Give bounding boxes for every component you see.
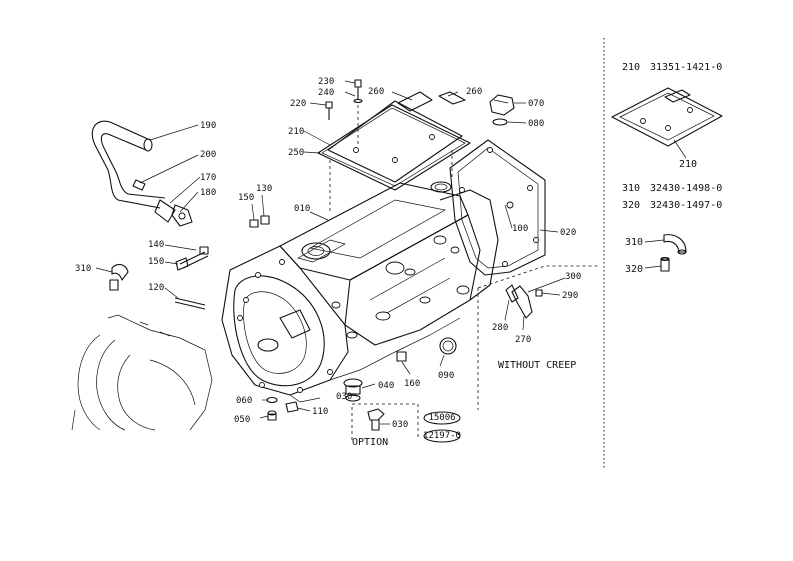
- callout-240: 240: [318, 88, 334, 98]
- callout-170: 170: [200, 173, 216, 183]
- callout-160: 160: [404, 379, 420, 389]
- filter-040: [343, 378, 363, 402]
- without-creep-region: [477, 265, 598, 410]
- pipe-fittings: [132, 179, 193, 227]
- callout-180: 180: [200, 188, 216, 198]
- plug-090: [439, 337, 457, 355]
- callout-080: 080: [528, 119, 544, 129]
- callout-100: 100: [512, 224, 528, 234]
- callout-150-b: 150: [148, 257, 164, 267]
- bolts-140-150: [175, 246, 209, 271]
- side-ref-310: 310: [622, 183, 640, 194]
- callout-020: 020: [560, 228, 576, 238]
- stud-120: [174, 297, 206, 310]
- callout-120: 120: [148, 283, 164, 293]
- elbow-310: [109, 263, 129, 291]
- callout-030-b: 030: [392, 420, 408, 430]
- filler-cap: [489, 94, 515, 126]
- callout-130: 130: [256, 184, 272, 194]
- side-code-210: 31351-1421-0: [650, 62, 722, 73]
- callout-070: 070: [528, 99, 544, 109]
- side-ref-310-sub: 310: [625, 237, 643, 248]
- stamp-bottom: 12197-0: [423, 431, 461, 441]
- part-stamp: 15006 12197-0: [423, 411, 461, 443]
- callout-090: 090: [438, 371, 454, 381]
- side-code-310: 32430-1498-0: [650, 183, 722, 194]
- callout-030-a: 030: [336, 392, 352, 402]
- side-ref-210: 210: [622, 62, 640, 73]
- callout-250: 250: [288, 148, 304, 158]
- callout-labels: 230 240 220 260 260 070 080 210 250 190 …: [75, 77, 581, 430]
- plug-detail: [644, 256, 670, 272]
- callout-220: 220: [290, 99, 306, 109]
- callout-060: 060: [236, 396, 252, 406]
- callout-260-a: 260: [368, 87, 384, 97]
- top-cover: [317, 91, 471, 212]
- leader-lines: [95, 80, 566, 425]
- engine-outline: [71, 314, 213, 431]
- callout-050: 050: [234, 415, 250, 425]
- side-panel: 210 31351-1421-0 210 310 32430-1498-0 32…: [611, 62, 723, 275]
- stamp-top: 15006: [428, 413, 455, 423]
- transmission-case: [221, 181, 499, 403]
- cover-bolts: [325, 79, 363, 120]
- callout-210: 210: [288, 127, 304, 137]
- side-ref-320: 320: [622, 200, 640, 211]
- callout-150-a: 150: [238, 193, 254, 203]
- callout-270: 270: [515, 335, 531, 345]
- bolts-150-130: [249, 215, 270, 228]
- callout-260-b: 260: [466, 87, 482, 97]
- callout-140: 140: [148, 240, 164, 250]
- cover-plate-detail: [611, 87, 723, 159]
- option-region: [351, 403, 419, 440]
- callout-190: 190: [200, 121, 216, 131]
- callout-310: 310: [75, 264, 91, 274]
- note-without-creep: WITHOUT CREEP: [498, 360, 576, 371]
- shim-260: [438, 91, 466, 105]
- drain-plugs: [266, 396, 299, 421]
- callout-110: 110: [312, 407, 328, 417]
- note-option: OPTION: [352, 437, 388, 448]
- callout-200: 200: [200, 150, 216, 160]
- side-plate-020: [449, 139, 546, 276]
- side-ref-320-sub: 320: [625, 264, 643, 275]
- hose-190: [91, 120, 166, 209]
- side-code-320: 32430-1497-0: [650, 200, 722, 211]
- side-ref-210-sub: 210: [679, 159, 697, 170]
- callout-040: 040: [378, 381, 394, 391]
- elbow-detail: [644, 234, 687, 255]
- callout-290: 290: [562, 291, 578, 301]
- gasket-250: [317, 104, 471, 191]
- callout-010: 010: [294, 204, 310, 214]
- callout-230: 230: [318, 77, 334, 87]
- bolt-160: [396, 351, 407, 362]
- callout-300: 300: [565, 272, 581, 282]
- cover-plate-210: [327, 100, 463, 183]
- callout-280: 280: [492, 323, 508, 333]
